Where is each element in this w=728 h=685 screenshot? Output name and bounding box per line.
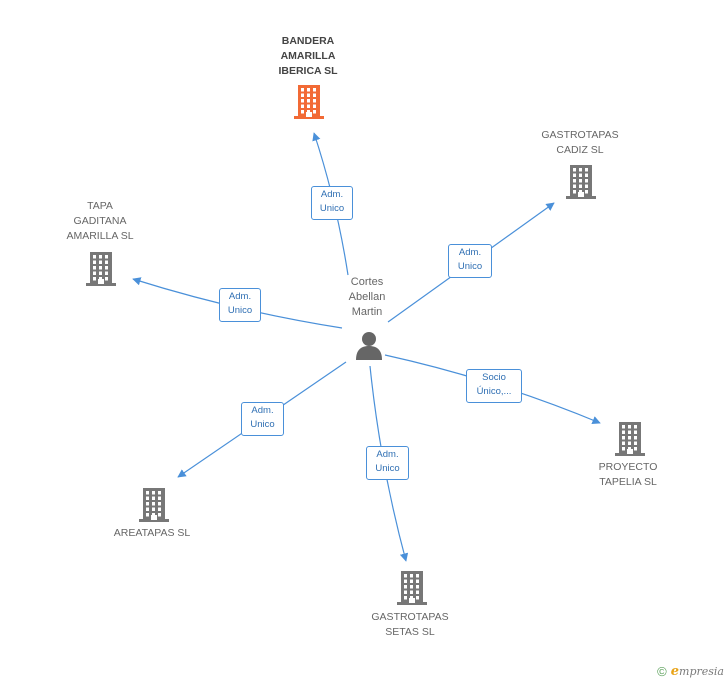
edge-label-gastrotapas-setas[interactable]: Adm. Unico [366, 446, 409, 480]
company-label-proyecto-tapelia[interactable]: PROYECTO TAPELIA SL [598, 461, 658, 488]
building-icon-svg [86, 252, 116, 286]
edge-label-gastrotapas-cadiz[interactable]: Adm. Unico [448, 244, 492, 278]
building-icon[interactable] [565, 164, 597, 205]
building-icon[interactable] [614, 421, 646, 462]
person-icon[interactable] [354, 330, 384, 360]
edge-label-tapa-gaditana[interactable]: Adm. Unico [219, 288, 261, 322]
building-icon-svg [397, 571, 427, 605]
footer-credit: © empresia [657, 664, 724, 679]
copyright-symbol: © [657, 664, 667, 679]
company-label-gastrotapas-cadiz[interactable]: GASTROTAPAS CADIZ SL [541, 129, 619, 156]
building-icon-svg [139, 488, 169, 522]
building-icon[interactable] [396, 570, 428, 611]
edge-label-areatapas[interactable]: Adm. Unico [241, 402, 284, 436]
company-label-areatapas[interactable]: AREATAPAS SL [113, 527, 191, 539]
brand-logo[interactable]: empresia [670, 664, 724, 679]
company-label-bandera[interactable]: BANDERA AMARILLA IBERICA SL [278, 35, 338, 77]
building-icon[interactable] [293, 84, 325, 125]
building-icon[interactable] [85, 251, 117, 292]
building-icon-svg [566, 165, 596, 199]
building-icon[interactable] [138, 487, 170, 528]
edge-label-proyecto-tapelia[interactable]: Socio Único,... [466, 369, 522, 403]
person-label: Cortes Abellan Martin [348, 276, 386, 318]
company-label-gastrotapas-setas[interactable]: GASTROTAPAS SETAS SL [371, 611, 449, 638]
building-icon-svg [615, 422, 645, 456]
building-icon-svg [294, 85, 324, 119]
edge-label-bandera[interactable]: Adm. Unico [311, 186, 353, 220]
company-label-tapa-gaditana[interactable]: TAPA GADITANA AMARILLA SL [66, 200, 134, 242]
